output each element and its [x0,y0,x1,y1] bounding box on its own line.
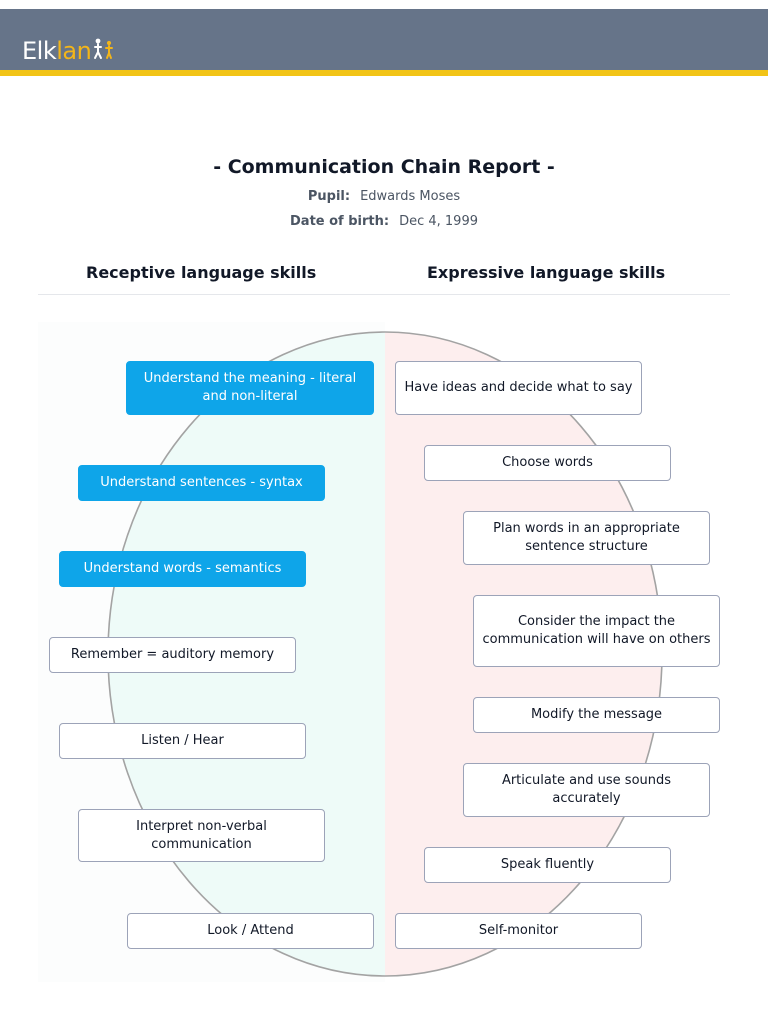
dob-label: Date of birth: [290,214,390,229]
logo-text-part2: lan [56,37,92,65]
pupil-label: Pupil: [307,189,351,204]
skill-listen-hear[interactable]: Listen / Hear [59,723,306,759]
report-title: - Communication Chain Report - [213,156,555,178]
pupil-line: Pupil: Edwards Moses [0,189,768,204]
header-bar: Elklan [0,9,768,76]
skill-modify-message[interactable]: Modify the message [473,697,720,733]
skill-consider-impact[interactable]: Consider the impact the communication wi… [473,595,720,667]
divider [38,294,730,295]
skill-choose-words[interactable]: Choose words [424,445,671,481]
skill-interpret-nonverbal[interactable]: Interpret non-verbal communication [78,809,325,862]
elklan-logo[interactable]: Elklan [22,37,115,65]
dob-line: Date of birth: Dec 4, 1999 [0,214,768,229]
communication-chain-diagram: Understand the meaning - literal and non… [38,322,730,982]
skill-understand-sentences[interactable]: Understand sentences - syntax [78,465,325,501]
skill-articulate[interactable]: Articulate and use sounds accurately [463,763,710,817]
receptive-heading: Receptive language skills [86,263,317,282]
skill-remember[interactable]: Remember = auditory memory [49,637,296,673]
skill-have-ideas[interactable]: Have ideas and decide what to say [395,361,642,415]
skill-look-attend[interactable]: Look / Attend [127,913,374,949]
people-figures-icon [94,38,114,59]
skill-understand-words[interactable]: Understand words - semantics [59,551,306,587]
skill-self-monitor[interactable]: Self-monitor [395,913,642,949]
expressive-heading: Expressive language skills [427,263,666,282]
skill-understand-meaning[interactable]: Understand the meaning - literal and non… [126,361,374,415]
skill-plan-words[interactable]: Plan words in an appropriate sentence st… [463,511,710,565]
logo-text-part1: Elk [22,37,57,65]
pupil-value: Edwards Moses [360,189,461,204]
skill-speak-fluently[interactable]: Speak fluently [424,847,671,883]
dob-value: Dec 4, 1999 [399,214,478,229]
